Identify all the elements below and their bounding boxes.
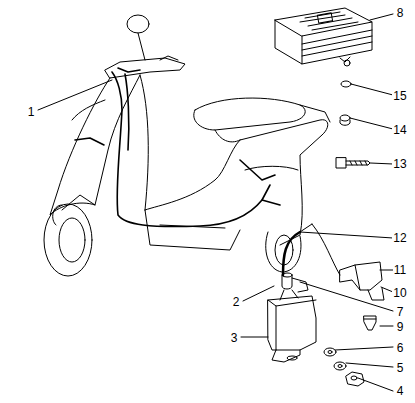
callout-number: 1: [27, 106, 36, 119]
callout-number: 9: [396, 321, 405, 334]
callout-number: 6: [396, 342, 405, 355]
callout-number: 14: [392, 124, 407, 137]
callout-number: 8: [396, 7, 405, 20]
callout-number: 5: [396, 362, 405, 375]
scooter-drawing: [44, 15, 330, 276]
spark-plug-terminal: [364, 316, 376, 330]
washer: [340, 115, 350, 121]
washers-and-nut: [324, 348, 364, 386]
washer: [341, 81, 351, 87]
callout-number: 2: [232, 296, 241, 309]
callout-number: 11: [393, 264, 407, 277]
screw: [336, 158, 370, 168]
callout-number: 3: [230, 332, 239, 345]
callout-number: 12: [392, 232, 407, 245]
callout-number: 7: [396, 306, 405, 319]
ignition-coil: [268, 273, 316, 362]
spark-plug-cap: [283, 224, 384, 300]
callout-number: 15: [392, 90, 407, 103]
callout-number: 10: [392, 287, 407, 300]
leader-line: [38, 80, 112, 110]
callout-number: 13: [392, 158, 407, 171]
callout-number: 4: [396, 385, 405, 398]
wiring-harness: [75, 68, 280, 227]
voltage-regulator: [275, 8, 372, 66]
leader-lines: [241, 14, 393, 391]
